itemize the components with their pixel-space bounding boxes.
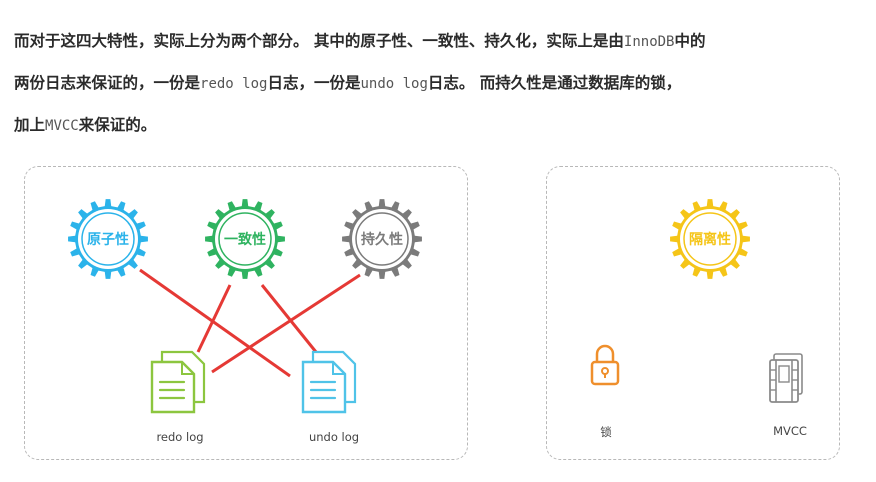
- isolation-panel: [546, 166, 840, 460]
- gear-icon-1: 一致性: [205, 199, 285, 279]
- gear-label: 原子性: [87, 231, 129, 248]
- gear-label: 隔离性: [689, 231, 731, 248]
- doc-front-sheet: [150, 360, 196, 414]
- paragraph-line-2: 两份日志来保证的，一份是redo log日志，一份是undo log日志。 而持…: [14, 62, 681, 105]
- undo-log-label: undo log: [308, 430, 360, 444]
- text-run: 加上: [14, 116, 46, 134]
- gear-inner-ring: [218, 212, 272, 266]
- docs-group: [150, 350, 357, 414]
- code-undo-log: undo log: [360, 76, 428, 92]
- text-run: 中的: [674, 32, 706, 50]
- gear-ring: [78, 209, 138, 269]
- gear-inner-ring: [81, 212, 135, 266]
- gear-icon-2: 持久性: [342, 199, 422, 279]
- code-redo-log: redo log: [200, 76, 268, 92]
- doc-fold: [181, 362, 194, 375]
- gear-ring: [680, 209, 740, 269]
- text-run: 而对于这四大特性，实际上分为两个部分。 其中的原子性、一致性、持久化，实际上是由: [14, 32, 624, 50]
- doc-fold: [332, 362, 345, 375]
- red-connector-line: [196, 284, 232, 353]
- acid-log-panel: [24, 166, 468, 460]
- gears-group: 原子性 一致性 持久性 隔离性: [68, 199, 750, 279]
- paragraph-line-3: 加上MVCC来保证的。: [14, 104, 156, 147]
- red-connector-line: [139, 268, 291, 378]
- gear-ring: [352, 209, 412, 269]
- code-innodb: InnoDB: [623, 34, 675, 50]
- lock-label: 锁: [600, 425, 612, 439]
- mvcc-film-icon: [769, 353, 803, 403]
- mvcc-label: MVCC: [773, 424, 807, 438]
- gear-label: 一致性: [224, 231, 266, 248]
- text-run: 来保证的。: [78, 116, 157, 134]
- text-run: 两份日志来保证的，一份是: [14, 74, 201, 92]
- gear-inner-ring: [683, 212, 737, 266]
- lock-icon: [590, 344, 620, 386]
- red-connector-line: [211, 273, 361, 374]
- document-icon-1: [301, 350, 357, 414]
- code-mvcc: MVCC: [45, 118, 79, 134]
- text-run: 日志。 而持久性是通过数据库的锁，: [427, 74, 682, 92]
- gear-icon-0: 原子性: [68, 199, 148, 279]
- doc-front-sheet: [301, 360, 347, 414]
- redo-log-label: redo log: [156, 430, 204, 444]
- text-run: 日志，一份是: [267, 74, 361, 92]
- paragraph-line-1: 而对于这四大特性，实际上分为两个部分。 其中的原子性、一致性、持久化，实际上是由…: [14, 20, 706, 63]
- gear-icon-isolation: 隔离性: [670, 199, 750, 279]
- gear-inner-ring: [355, 212, 409, 266]
- document-icon-0: [150, 350, 206, 414]
- gear-ring: [215, 209, 275, 269]
- connector-lines: [139, 268, 361, 378]
- red-connector-line: [260, 284, 318, 353]
- gear-label: 持久性: [361, 231, 403, 248]
